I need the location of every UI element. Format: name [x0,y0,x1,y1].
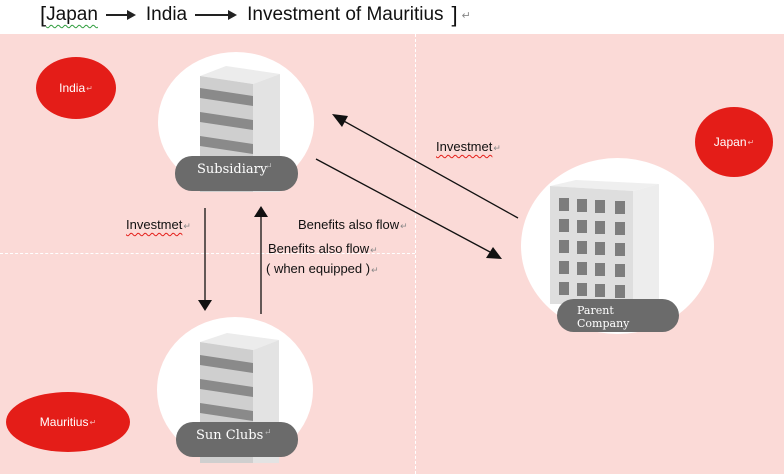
flow-label-investment-mauritius: Investmet↵ [126,217,191,232]
paragraph-mark-icon: ↵ [86,83,93,93]
flow-label-investment-japan: Investmet↵ [436,139,501,154]
title-open-bracket: [ [40,2,47,27]
subsidiary-label-pill: Subsidiary ↵ [175,156,298,191]
flow-label-text: Investmet [436,139,493,154]
flow-label-text: Investmet [126,217,183,232]
title-from: Japan [46,4,98,25]
office-tower-icon [550,180,659,304]
title-arrow-icon [105,10,136,19]
paragraph-mark-icon: ↵ [370,245,378,255]
arrowhead-icon [486,247,502,259]
sun-clubs-label-pill: Sun Clubs ↵ [176,422,298,457]
arrow-benefits-to-parent [315,158,491,253]
parent-company-label: Parent Company [577,304,630,330]
region-divider-horizontal [0,253,415,254]
subsidiary-label: Subsidiary [197,162,268,177]
paragraph-mark-icon: ↵ [747,137,755,147]
paragraph-mark-icon: ↵ [371,265,379,275]
region-japan: Japan↵ [695,107,773,177]
title-arrow-icon [195,10,238,19]
paragraph-mark-icon: ↵ [264,428,272,438]
window-grid [559,198,625,298]
region-divider-vertical [415,34,416,474]
paragraph-mark-icon: ↵ [183,221,191,231]
flow-label-text: ( when equipped ) [266,261,371,276]
paragraph-mark-icon: ↵ [400,221,408,231]
region-mauritius-label: Mauritius [39,415,89,429]
diagram-canvas: India↵ Japan↵ Mauritius↵ Subsidiary ↵ [0,34,784,474]
sun-clubs-label: Sun Clubs [196,428,264,443]
paragraph-mark-icon: ↵ [265,162,273,172]
region-india-label: India [59,81,86,95]
paragraph-mark-icon: ↵ [493,143,501,153]
diagram-title: [ Japan India Investment of Mauritius ] … [40,2,471,28]
parent-company-label-pill: Parent Company [557,299,679,332]
region-japan-label: Japan [713,135,747,149]
paragraph-mark-icon: ↵ [461,9,471,22]
arrowhead-icon [254,206,268,217]
flow-label-text: Benefits also flow [298,217,400,232]
arrow-investment-to-subsidiary [341,119,519,219]
parent-company-node [521,158,714,334]
region-mauritius: Mauritius↵ [6,392,130,452]
title-via: India [145,4,188,25]
arrowhead-icon [198,300,212,311]
flow-label-condition: ( when equipped )↵ [266,261,379,276]
flow-label-text: Benefits also flow [268,241,370,256]
paragraph-mark-icon: ↵ [89,417,97,427]
flow-label-benefits-japan: Benefits also flow↵ [298,217,408,232]
arrowhead-icon [332,114,348,127]
title-close-bracket: ] [451,2,458,27]
flow-label-benefits-mauritius: Benefits also flow↵ [268,241,378,256]
title-to: Investment of Mauritius [247,4,444,25]
region-india: India↵ [36,57,116,119]
flow-arrows [198,114,519,314]
